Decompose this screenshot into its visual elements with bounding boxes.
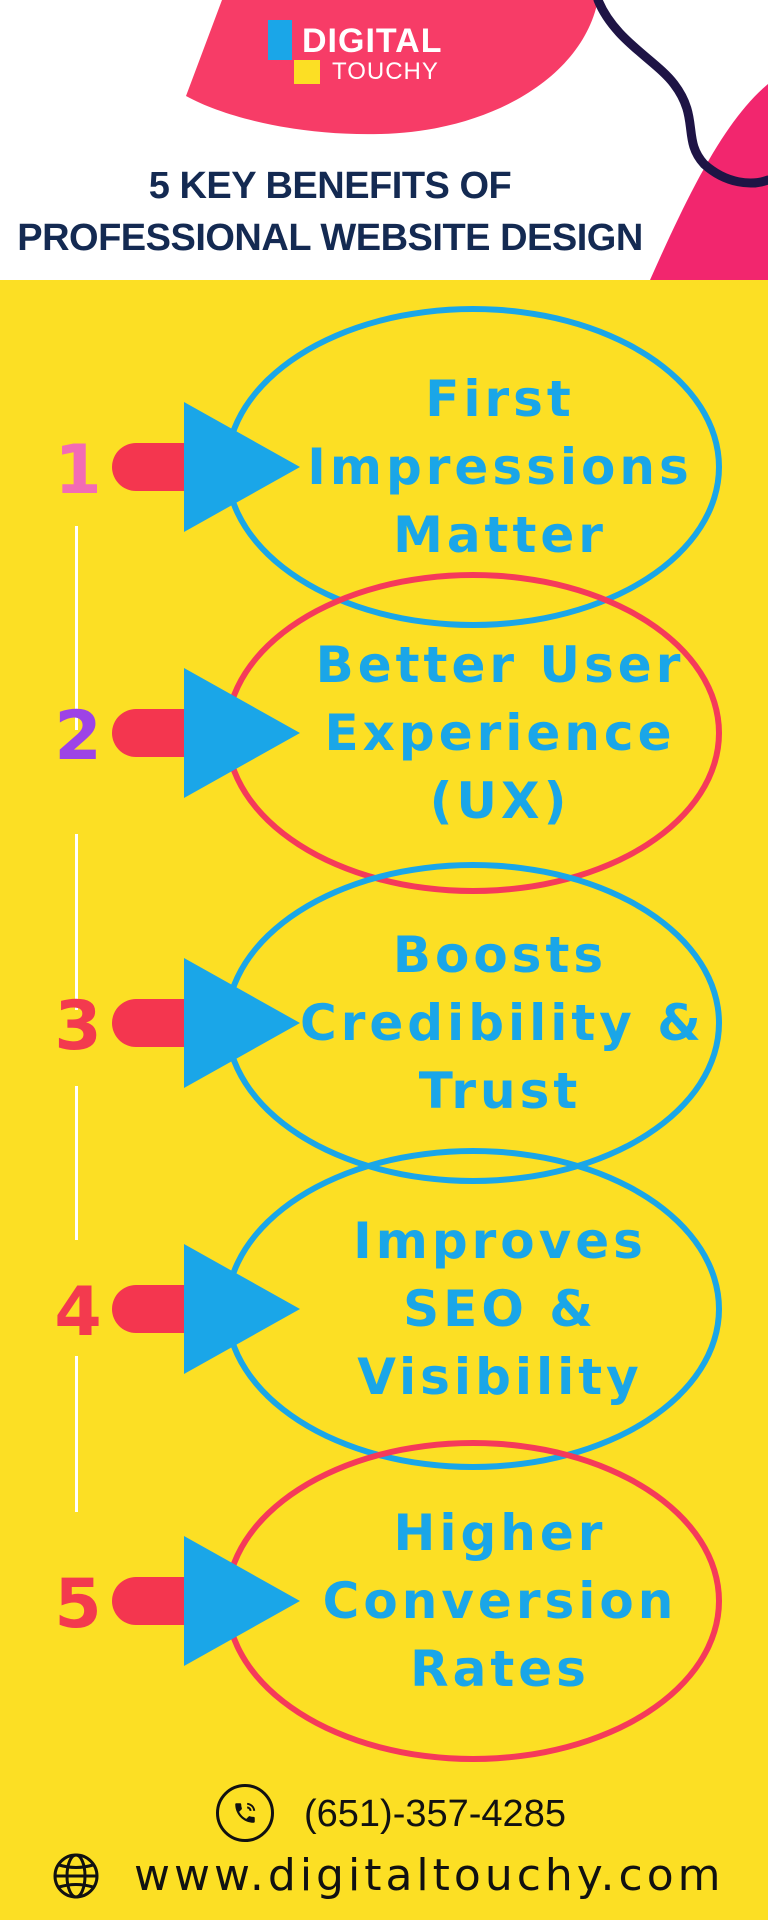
website-url: www.digitaltouchy.com — [134, 1850, 725, 1901]
benefit-number: 3 — [54, 987, 102, 1066]
timeline-connector — [75, 526, 78, 730]
phone-number: (651)-357-4285 — [304, 1793, 566, 1835]
benefit-title-line: Impressions — [307, 438, 693, 496]
benefit-title-line: Boosts — [392, 926, 608, 984]
logo-blue-block — [268, 20, 292, 60]
play-arrow-icon — [184, 1536, 300, 1666]
logo-yellow-block — [294, 60, 320, 84]
header: DIGITAL TOUCHY 5 KEY BENEFITS OF PROFESS… — [0, 0, 768, 280]
title-line-1: 5 KEY BENEFITS OF — [148, 165, 512, 207]
benefit-number: 5 — [54, 1565, 102, 1644]
benefit-number: 1 — [54, 431, 102, 510]
benefit-title-line: SEO & — [403, 1280, 597, 1338]
page-title: 5 KEY BENEFITS OF PROFESSIONAL WEBSITE D… — [0, 160, 660, 264]
benefit-title-line: Improves — [353, 1212, 647, 1270]
benefit-title-line: Matter — [393, 506, 607, 564]
benefit-title-line: Visibility — [357, 1348, 643, 1406]
benefit-title-line: Trust — [418, 1062, 582, 1120]
title-line-2: PROFESSIONAL WEBSITE DESIGN — [17, 217, 643, 259]
timeline-connector — [75, 834, 78, 1010]
brand-logo[interactable]: DIGITAL TOUCHY — [268, 20, 478, 90]
benefit-title-line: Better User — [315, 636, 685, 694]
benefit-title-line: Experience — [324, 704, 676, 762]
timeline-connector — [75, 1086, 78, 1240]
benefit-title-line: Higher — [393, 1504, 607, 1562]
play-arrow-icon — [184, 402, 300, 532]
brand-word-touchy: TOUCHY — [332, 58, 439, 85]
benefit-title-line: (UX) — [429, 772, 571, 830]
globe-icon — [53, 1853, 99, 1899]
play-arrow-icon — [184, 958, 300, 1088]
brand-word-digital: DIGITAL — [302, 22, 443, 60]
phone-icon — [216, 1784, 274, 1842]
play-arrow-icon — [184, 1244, 300, 1374]
benefit-title-line: Credibility & — [300, 994, 705, 1052]
benefit-title-line: First — [425, 370, 575, 428]
play-arrow-icon — [184, 668, 300, 798]
benefit-title-line: Conversion — [322, 1572, 678, 1630]
timeline-connector — [75, 1356, 78, 1512]
benefit-number: 2 — [54, 697, 102, 776]
benefit-number: 4 — [54, 1273, 102, 1352]
benefit-title-line: Rates — [410, 1640, 590, 1698]
